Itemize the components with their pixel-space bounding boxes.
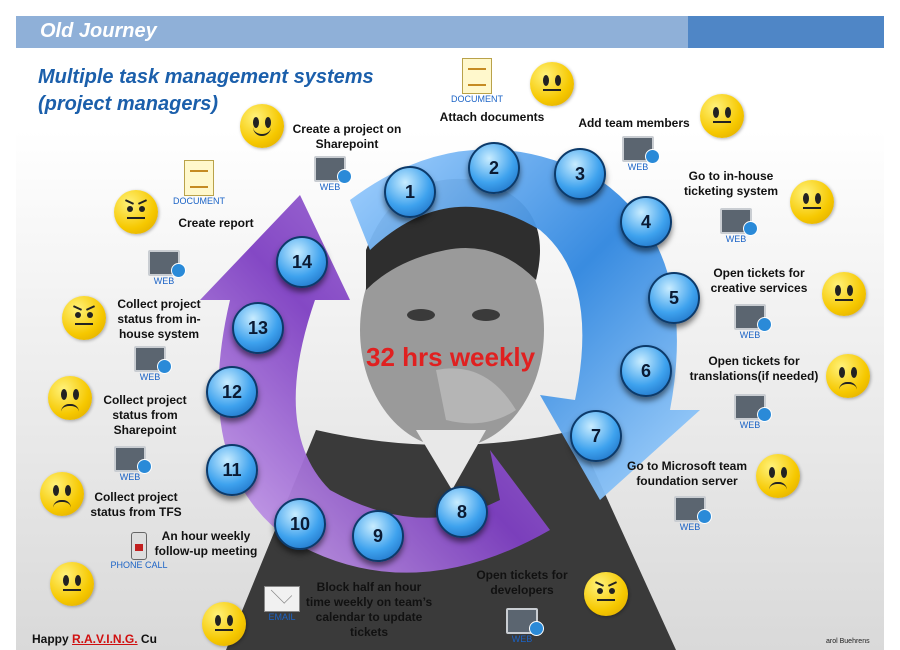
subtitle-line1: Multiple task management systems — [38, 66, 374, 88]
label-weekly-meeting: An hour weekly follow-up meeting — [154, 529, 258, 558]
label-creative: Open tickets for creative services — [710, 266, 808, 295]
document-icon: DOCUMENT — [442, 58, 512, 104]
label-translations: Open tickets for translations(if needed) — [689, 354, 819, 383]
subtitle-line2: (project managers) — [38, 93, 219, 115]
page-title: Old Journey — [40, 20, 157, 42]
web-computer-icon: WEB — [728, 394, 772, 430]
label-status-inhouse: Collect project status from in-house sys… — [117, 297, 201, 341]
footer-raving: R.A.V.I.N.G. — [72, 632, 138, 646]
neutral-face-icon — [50, 562, 94, 606]
angry-face-icon — [584, 572, 628, 616]
sad-face-icon — [48, 376, 92, 420]
step-7: 7 — [570, 410, 622, 462]
happy-face-icon — [240, 104, 284, 148]
web-computer-icon: WEB — [308, 156, 352, 192]
footer-suffix: Cu — [137, 632, 157, 646]
label-ticketing: Go to in-house ticketing system — [683, 169, 779, 198]
step-12: 12 — [206, 366, 258, 418]
step-11: 11 — [206, 444, 258, 496]
web-computer-icon: WEB — [108, 446, 152, 482]
label-status-tfs: Collect project status from TFS — [90, 490, 182, 519]
header-accent — [688, 16, 884, 48]
step-9: 9 — [352, 510, 404, 562]
step-2: 2 — [468, 142, 520, 194]
weekly-hours-text: 32 hrs weekly — [366, 342, 536, 372]
step-4: 4 — [620, 196, 672, 248]
header-bar — [16, 16, 688, 48]
footer-prefix: Happy — [32, 632, 73, 646]
label-developers: Open tickets for developers — [476, 568, 568, 597]
web-computer-icon: WEB — [616, 136, 660, 172]
label-add-team: Add team members — [578, 116, 690, 130]
sad-face-icon — [40, 472, 84, 516]
label-create-project: Create a project on Sharepoint — [292, 122, 402, 151]
blue-arrow — [350, 149, 700, 500]
step-14: 14 — [276, 236, 328, 288]
step-13: 13 — [232, 302, 284, 354]
label-tfs: Go to Microsoft team foundation server — [626, 459, 747, 488]
web-computer-icon: WEB — [714, 208, 758, 244]
neutral-face-icon — [822, 272, 866, 316]
label-attach-documents: Attach documents — [439, 110, 545, 124]
step-5: 5 — [648, 272, 700, 324]
web-computer-icon: WEB — [500, 608, 544, 644]
step-10: 10 — [274, 498, 326, 550]
subtitle: Multiple task management systems (projec… — [38, 64, 418, 118]
email-icon: EMAIL — [260, 586, 304, 622]
step-1: 1 — [384, 166, 436, 218]
sad-face-icon — [756, 454, 800, 498]
phone-icon: PHONE CALL — [108, 532, 170, 570]
neutral-face-icon — [202, 602, 246, 646]
web-computer-icon: WEB — [668, 496, 712, 532]
label-block-hour: Block half an hour time weekly on team’s… — [305, 580, 433, 639]
web-computer-icon: WEB — [142, 250, 186, 286]
angry-face-icon — [114, 190, 158, 234]
neutral-face-icon — [530, 62, 574, 106]
footer-brand: Happy R.A.V.I.N.G. Cu — [32, 632, 157, 646]
label-create-report: Create report — [178, 216, 254, 230]
purple-arrow — [200, 195, 550, 573]
neutral-face-icon — [790, 180, 834, 224]
step-6: 6 — [620, 345, 672, 397]
step-8: 8 — [436, 486, 488, 538]
label-status-sharepoint: Collect project status from Sharepoint — [103, 393, 187, 437]
web-computer-icon: WEB — [728, 304, 772, 340]
document-icon: DOCUMENT — [164, 160, 234, 206]
neutral-face-icon — [700, 94, 744, 138]
web-computer-icon: WEB — [128, 346, 172, 382]
angry-face-icon — [62, 296, 106, 340]
credit-text: arol Buehrens — [826, 638, 870, 645]
step-3: 3 — [554, 148, 606, 200]
sad-face-icon — [826, 354, 870, 398]
